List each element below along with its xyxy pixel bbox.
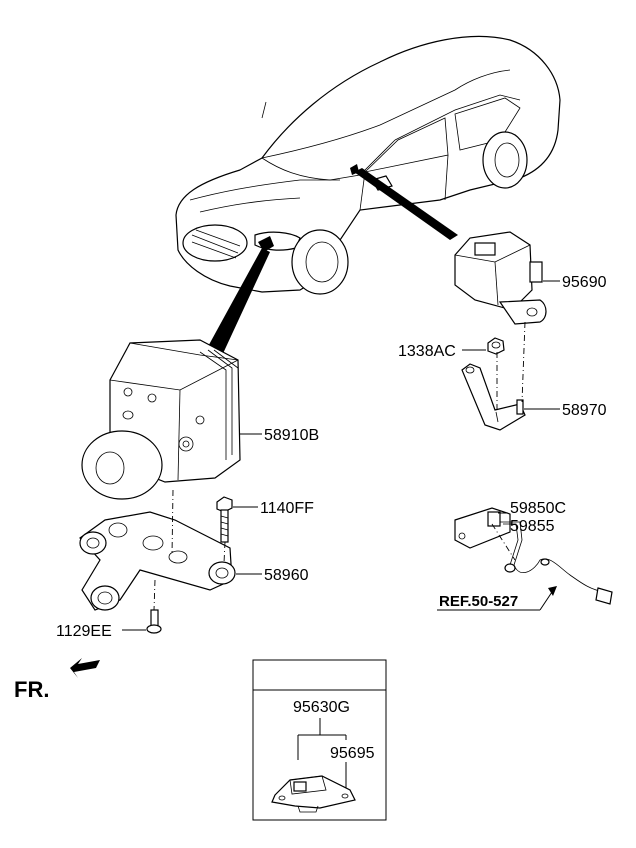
part-label-58910b: 58910B — [264, 427, 319, 444]
bolt-1129ee — [146, 579, 162, 634]
abs-bracket — [79, 511, 236, 611]
wheel-speed-sensor — [454, 507, 613, 605]
car-illustration — [175, 35, 561, 295]
inset-box — [252, 659, 387, 821]
part-label-59855: 59855 — [510, 518, 555, 535]
front-arrow-icon — [70, 658, 100, 678]
part-label-95690: 95690 — [562, 274, 607, 291]
part-label-95695: 95695 — [330, 745, 375, 762]
part-label-1338ac: 1338AC — [398, 343, 456, 360]
part-label-58960: 58960 — [264, 567, 309, 584]
part-label-1129ee: 1129EE — [56, 623, 112, 640]
leader-wedge-abs — [205, 248, 270, 360]
bracket-58970 — [461, 363, 526, 431]
yaw-rate-sensor — [454, 231, 547, 325]
part-label-95630g: 95630G — [293, 699, 350, 716]
front-indicator: FR. — [14, 677, 49, 702]
nut-1338ac — [487, 337, 505, 355]
inset-sensor-module — [271, 775, 356, 813]
part-label-59850c: 59850C — [510, 500, 566, 517]
part-label-58970: 58970 — [562, 402, 607, 419]
part-label-1140ff: 1140FF — [260, 500, 314, 517]
bolt-1140ff — [216, 496, 233, 543]
leader-wedge-sensor — [354, 168, 458, 240]
abs-module — [81, 339, 241, 500]
ref-label: REF.50-527 — [439, 593, 518, 610]
